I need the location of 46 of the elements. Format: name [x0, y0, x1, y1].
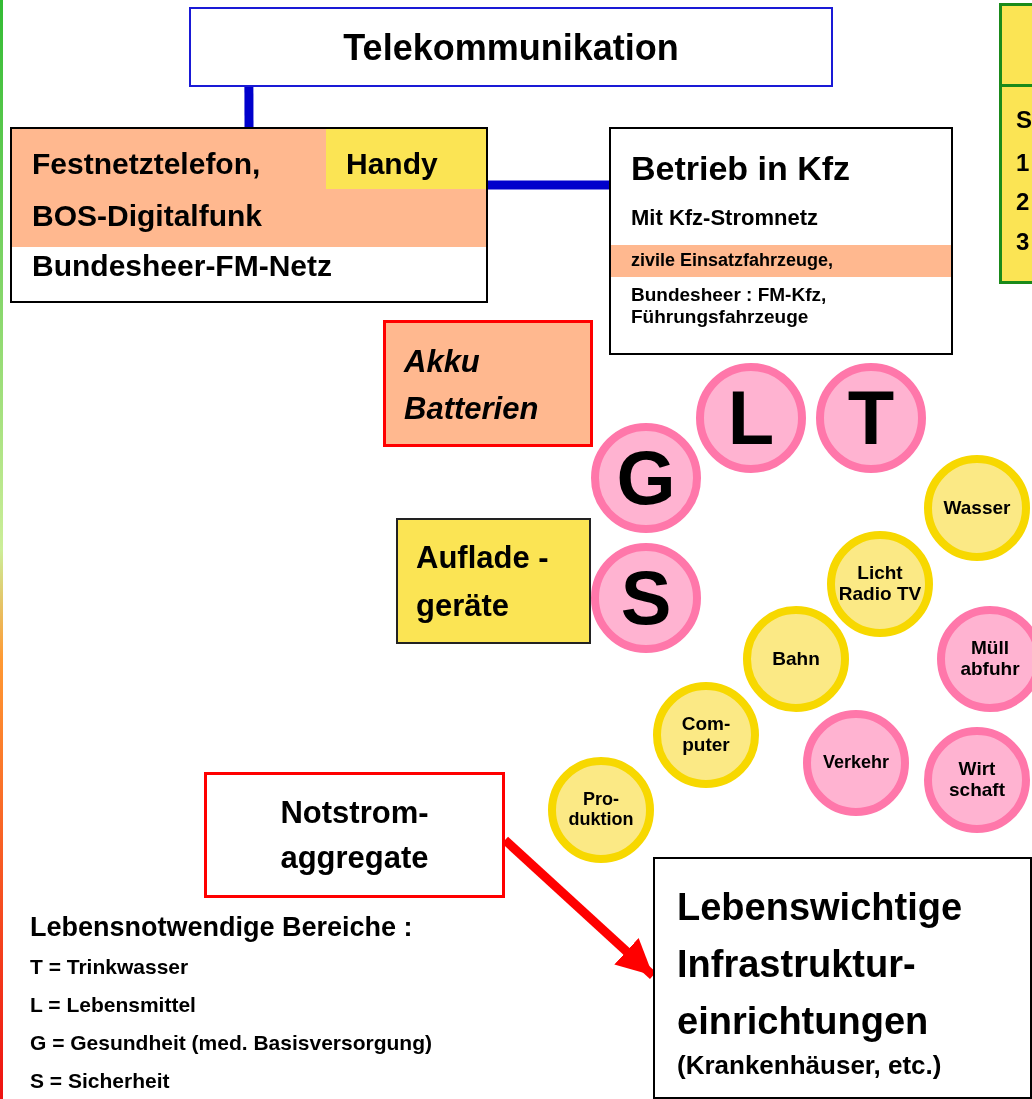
sector-text: Licht Radio TV: [837, 563, 923, 605]
box-heading: Lebenswichtige Infrastruktur- einrichtungen: [677, 885, 964, 1044]
sector-text: Com- puter: [680, 714, 732, 756]
connector-line: [488, 180, 609, 190]
sector-letter: T: [846, 380, 896, 456]
infrastructure-box: [653, 857, 1032, 1099]
sector-text: Müll abfuhr: [959, 638, 1021, 680]
category-box: [204, 772, 505, 898]
box-text: Akku Batterien: [404, 343, 540, 428]
sector-text: Wirt schaft: [948, 759, 1006, 801]
legend-text: G = Gesundheit (med. Basisversorgung): [30, 1031, 432, 1055]
sector-letter: L: [726, 380, 776, 456]
sector-circle: [743, 606, 849, 712]
box-text: Mit Kfz-Stromnetz: [631, 205, 818, 231]
title-box: [189, 7, 833, 87]
box-text: Notstrom- aggregate: [279, 794, 430, 877]
sector-text: Pro- duktion: [567, 790, 635, 830]
sector-text: Wasser: [942, 497, 1012, 519]
sector-letter: S: [619, 560, 673, 636]
box-text: Handy: [346, 147, 438, 182]
box-text: 1: [1016, 149, 1030, 177]
connector-line: [244, 87, 254, 127]
sector-text: Verkehr: [821, 753, 891, 773]
box-text: Bundesheer : FM-Kfz, Führungsfahrzeuge: [631, 284, 828, 328]
category-box: [10, 127, 488, 303]
box-text: Festnetztelefon,: [32, 147, 261, 182]
category-box: [383, 320, 593, 447]
sector-text: Bahn: [771, 648, 821, 670]
box-text: BOS-Digitalfunk: [32, 199, 262, 234]
box-text: Auflade -geräte: [416, 539, 550, 626]
category-box: [396, 518, 591, 644]
box-text: (Krankenhäuser, etc.): [677, 1051, 943, 1081]
box-text: S: [1016, 106, 1032, 134]
box-text: Telekommunikation: [342, 27, 680, 69]
legend-text: L = Lebensmittel: [30, 993, 196, 1017]
category-box: [609, 127, 953, 355]
box-heading: Betrieb in Kfz: [631, 149, 851, 189]
info-box: [999, 3, 1032, 284]
legend-text: S = Sicherheit: [30, 1069, 170, 1093]
box-text: zivile Einsatzfahrzeuge,: [631, 250, 834, 271]
box-text: 2: [1016, 188, 1030, 216]
sector-letter: G: [615, 440, 677, 516]
legend-heading: Lebensnotwendige Bereiche :: [30, 912, 413, 943]
legend-text: T = Trinkwasser: [30, 955, 189, 979]
box-text: 3: [1016, 228, 1030, 256]
box-text: Bundesheer-FM-Netz: [32, 249, 332, 284]
